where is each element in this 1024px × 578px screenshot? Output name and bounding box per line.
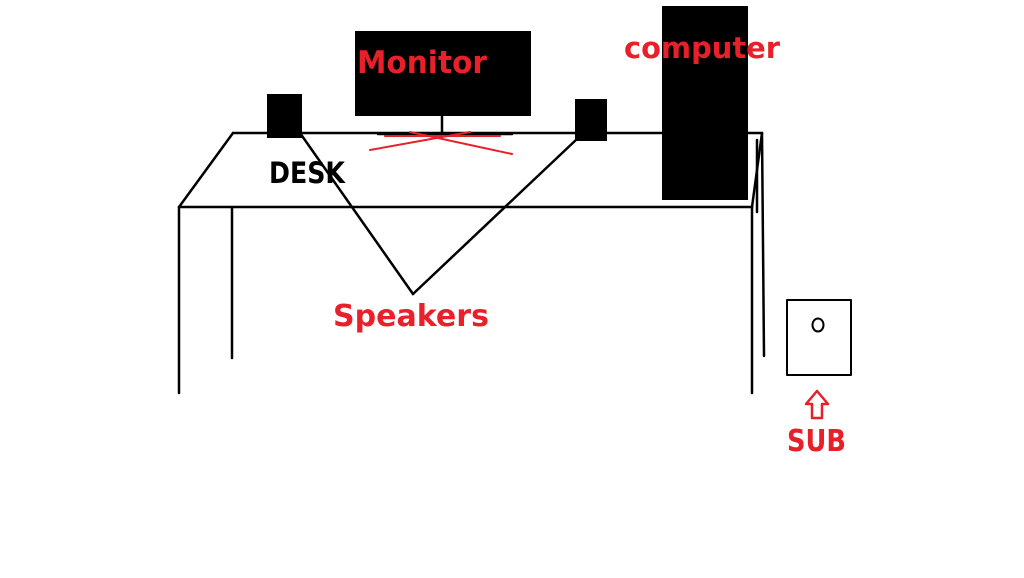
speakers-label: Speakers [333, 299, 489, 334]
desk-back-right-leg [760, 131, 766, 358]
subwoofer-box [786, 299, 852, 376]
computer-label: computer [624, 31, 781, 65]
monitor-label: Monitor [357, 45, 488, 81]
subwoofer-driver [811, 317, 825, 333]
pointer-left-speaker [298, 131, 415, 296]
subwoofer [786, 299, 852, 376]
speakers-pointer [298, 131, 579, 296]
desk-left-edge [177, 131, 235, 209]
up-arrow-icon [804, 389, 830, 420]
pointer-right-speaker [411, 137, 579, 296]
left-speaker [267, 94, 302, 138]
computer-tower [662, 6, 748, 200]
monitor-screen [355, 31, 531, 116]
desk-label: DESK [269, 156, 346, 190]
sub-label: SUB [787, 424, 846, 459]
monitor [355, 31, 531, 136]
monitor-stand-marks [369, 131, 513, 155]
right-speaker [575, 99, 607, 141]
